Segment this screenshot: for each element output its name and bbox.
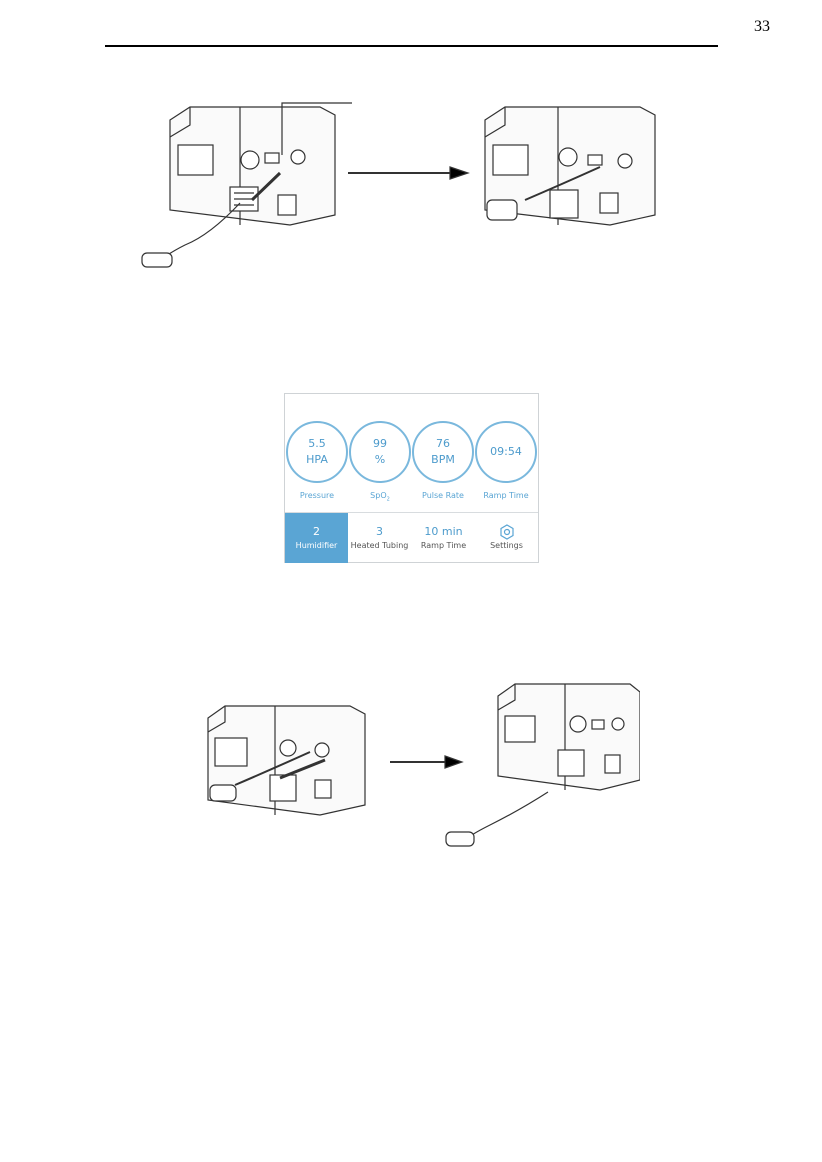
disconnect-sensor-figure xyxy=(200,680,640,855)
gauge-unit: HPA xyxy=(306,452,328,468)
humidifier-button[interactable]: 2 Humidifier xyxy=(285,513,348,563)
gauge-ring: 76 BPM xyxy=(412,421,474,483)
gauge-label: SpO2 xyxy=(349,491,411,503)
gauge-label: Ramp Time xyxy=(475,491,537,500)
gear-icon xyxy=(499,524,515,540)
gauge-pressure: 5.5 HPA Pressure xyxy=(286,421,348,500)
heated-tubing-label: Heated Tubing xyxy=(351,540,409,552)
ramp-time-value: 10 min xyxy=(424,524,462,540)
gauge-ramp-time: 09:54 Ramp Time xyxy=(475,421,537,500)
humidifier-label: Humidifier xyxy=(296,540,338,552)
connect-sensor-figure xyxy=(130,95,690,285)
gauge-label: Pressure xyxy=(286,491,348,500)
gauge-value: 5.5 xyxy=(308,436,326,452)
gauge-ring: 99 % xyxy=(349,421,411,483)
gauge-unit: BPM xyxy=(431,452,455,468)
gauge-value: 09:54 xyxy=(490,444,522,460)
connect-sensor-illustration xyxy=(130,95,690,285)
heated-tubing-level: 3 xyxy=(376,524,383,540)
heated-tubing-button[interactable]: 3 Heated Tubing xyxy=(348,513,411,563)
gauge-pulse-rate: 76 BPM Pulse Rate xyxy=(412,421,474,500)
ramp-time-button[interactable]: 10 min Ramp Time xyxy=(412,513,475,563)
gauge-value: 76 xyxy=(436,436,450,452)
gauge-unit: % xyxy=(375,452,385,468)
page-number: 33 xyxy=(754,18,770,36)
header-rule xyxy=(105,45,718,47)
settings-bar: 2 Humidifier 3 Heated Tubing 10 min Ramp… xyxy=(285,512,538,563)
gauge-ring: 5.5 HPA xyxy=(286,421,348,483)
gauge-value: 99 xyxy=(373,436,387,452)
settings-button[interactable]: Settings xyxy=(475,513,538,563)
humidifier-level: 2 xyxy=(313,524,320,540)
settings-label: Settings xyxy=(490,540,523,552)
gauge-spo2: 99 % SpO2 xyxy=(349,421,411,503)
ramp-time-label: Ramp Time xyxy=(421,540,466,552)
therapy-display-panel: 5.5 HPA Pressure 99 % SpO2 76 BPM Pulse … xyxy=(284,393,539,563)
gauges-row: 5.5 HPA Pressure 99 % SpO2 76 BPM Pulse … xyxy=(285,394,538,512)
gauge-ring: 09:54 xyxy=(475,421,537,483)
gauge-label: Pulse Rate xyxy=(412,491,474,500)
disconnect-sensor-illustration xyxy=(200,680,640,855)
